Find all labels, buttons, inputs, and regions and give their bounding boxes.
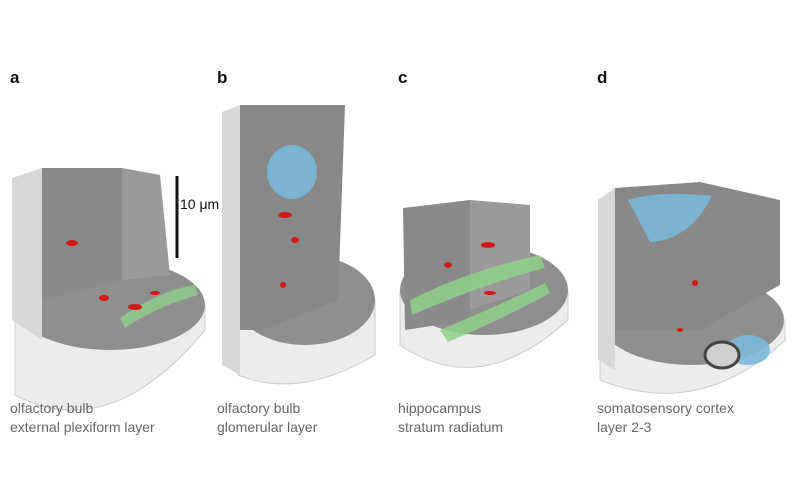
panel-label-b: b [217, 68, 228, 87]
panel-label-c: c [398, 68, 408, 87]
caption-d-line2: layer 2-3 [597, 419, 652, 435]
caption-d: somatosensory cortex layer 2-3 [597, 399, 734, 437]
caption-c-line2: stratum radiatum [398, 419, 504, 435]
caption-a-line2: external plexiform layer [10, 419, 155, 435]
volume-c [399, 200, 569, 368]
caption-a-line1: olfactory bulb [10, 400, 94, 416]
scale-bar-label: 10 μm [180, 196, 220, 212]
caption-b-line1: olfactory bulb [217, 400, 301, 416]
volume-b [222, 105, 376, 385]
volume-d [598, 182, 786, 394]
caption-c: hippocampus stratum radiatum [398, 399, 503, 437]
caption-d-line1: somatosensory cortex [597, 400, 734, 416]
caption-b: olfactory bulb glomerular layer [217, 399, 317, 437]
panel-label-a: a [10, 68, 20, 87]
panel-label-d: d [597, 68, 608, 87]
caption-a: olfactory bulb external plexiform layer [10, 399, 155, 437]
caption-b-line2: glomerular layer [217, 419, 318, 435]
volume-a [12, 168, 206, 411]
caption-c-line1: hippocampus [398, 400, 482, 416]
